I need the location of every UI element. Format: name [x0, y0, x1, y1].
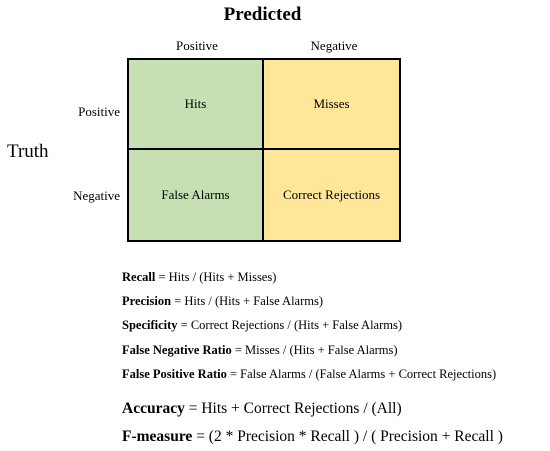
formula-expression: = Misses / (Hits + False Alarms)	[231, 343, 398, 357]
formula-expression: = Hits + Correct Rejections / (All)	[184, 400, 402, 417]
formula-f-measure: F-measure = (2 * Precision * Recall ) / …	[122, 428, 503, 446]
formula-expression: = Hits / (Hits + Misses)	[155, 270, 277, 284]
cell-correct-rejections: Correct Rejections	[264, 150, 399, 240]
formula-term: Recall	[122, 270, 156, 284]
formula-accuracy: Accuracy = Hits + Correct Rejections / (…	[122, 400, 402, 418]
cell-hits: Hits	[129, 60, 264, 150]
formula-term: Accuracy	[122, 400, 185, 417]
formula-false-positive-ratio: False Positive Ratio = False Alarms / (F…	[122, 367, 496, 382]
formula-expression: = False Alarms / (False Alarms + Correct…	[226, 367, 497, 381]
formula-term: Precision	[122, 294, 172, 308]
formula-false-negative-ratio: False Negative Ratio = Misses / (Hits + …	[122, 343, 398, 358]
formula-term: F-measure	[122, 428, 193, 445]
formula-term: Specificity	[122, 318, 178, 332]
formula-term: False Negative Ratio	[122, 343, 232, 357]
row-header-negative: Negative	[73, 188, 120, 203]
predicted-axis-title: Predicted	[223, 4, 302, 25]
column-header-negative: Negative	[310, 38, 358, 53]
column-header-positive: Positive	[176, 38, 218, 53]
truth-axis-title: Truth	[7, 141, 49, 162]
formula-specificity: Specificity = Correct Rejections / (Hits…	[122, 318, 402, 333]
formula-term: False Positive Ratio	[122, 367, 227, 381]
formula-expression: = (2 * Precision * Recall ) / ( Precisio…	[192, 428, 503, 445]
cell-false-alarms: False Alarms	[129, 150, 264, 240]
confusion-matrix: Hits Misses False Alarms Correct Rejecti…	[127, 58, 401, 242]
row-header-positive: Positive	[78, 104, 120, 119]
formula-expression: = Hits / (Hits + False Alarms)	[171, 294, 324, 308]
formula-expression: = Correct Rejections / (Hits + False Ala…	[177, 318, 403, 332]
formula-precision: Precision = Hits / (Hits + False Alarms)	[122, 294, 323, 309]
cell-misses: Misses	[264, 60, 399, 150]
formula-recall: Recall = Hits / (Hits + Misses)	[122, 270, 276, 285]
